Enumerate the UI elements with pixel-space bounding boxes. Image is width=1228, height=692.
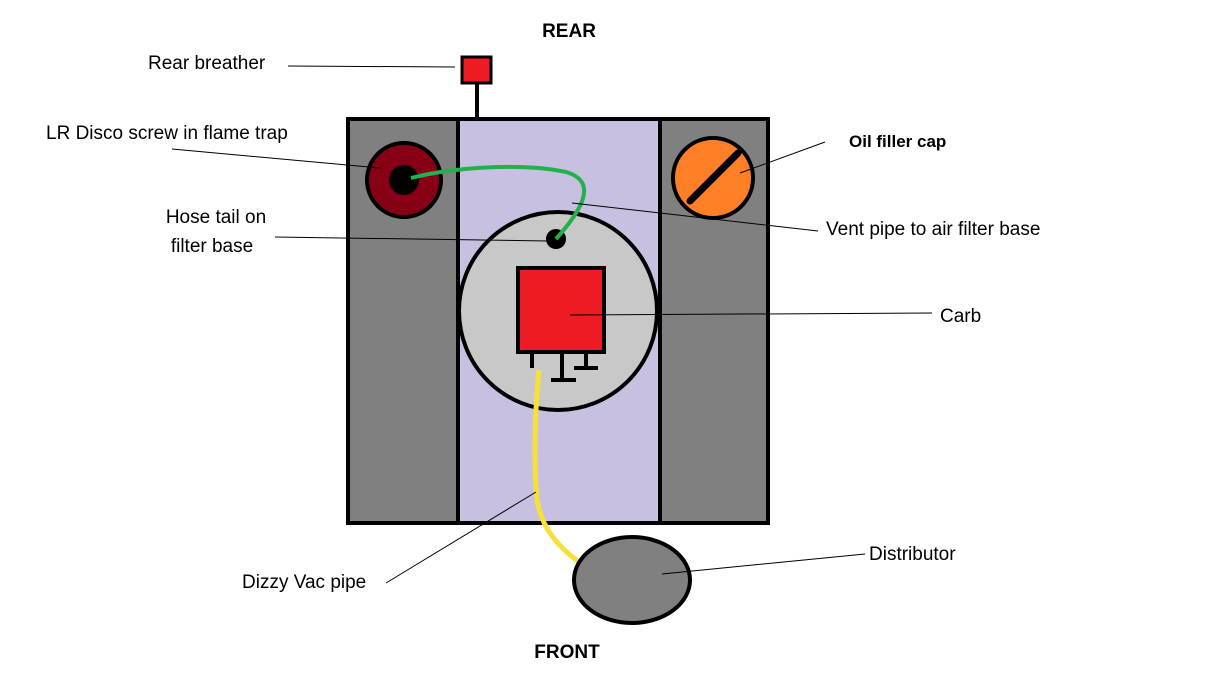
- rear-breather-label: Rear breather: [148, 53, 266, 74]
- carb: [516, 266, 606, 354]
- hose-tail-label-line1: Hose tail on: [166, 207, 266, 228]
- rear-label: REAR: [542, 21, 596, 42]
- leader-dizzy-vac-pipe: [385, 491, 537, 584]
- leader-oil-filler-cap: [739, 141, 826, 174]
- leader-hose-tail: [274, 236, 549, 242]
- leader-rear-breather: [287, 65, 456, 68]
- dizzy-vac-pipe-label: Dizzy Vac pipe: [242, 572, 366, 593]
- oil-filler-cap-label: Oil filler cap: [849, 132, 946, 151]
- flame-trap-label: LR Disco screw in flame trap: [46, 123, 288, 144]
- front-label: FRONT: [534, 642, 600, 663]
- flame-trap-hole: [389, 165, 419, 195]
- rear-breather: [460, 55, 493, 85]
- leader-distributor: [661, 553, 866, 575]
- leader-vent-pipe: [571, 202, 819, 232]
- distributor: [572, 535, 692, 625]
- distributor-label: Distributor: [869, 544, 956, 565]
- carb-linkages: [530, 352, 598, 382]
- vent-pipe: [410, 164, 587, 241]
- dizzy-vac-pipe: [532, 369, 581, 565]
- oil-filler-cap-slot: [686, 149, 742, 205]
- leader-flame-trap: [171, 148, 381, 169]
- carb-label: Carb: [940, 306, 981, 327]
- vent-pipe-label: Vent pipe to air filter base: [826, 219, 1040, 240]
- leader-carb: [569, 312, 933, 316]
- hose-tail-label-line2: filter base: [171, 236, 253, 257]
